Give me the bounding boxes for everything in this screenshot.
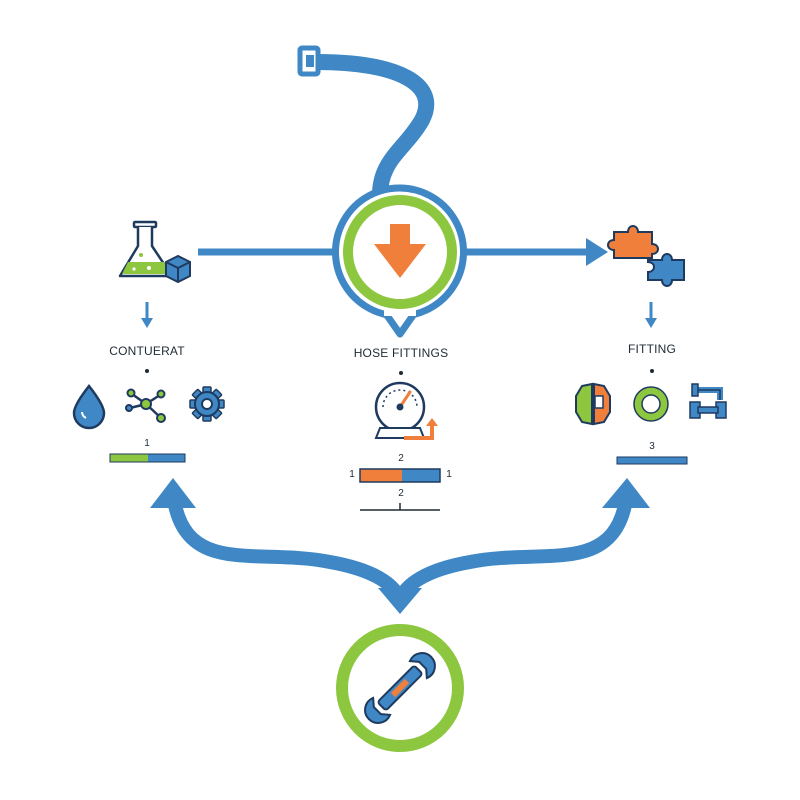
shield-icon <box>575 382 611 426</box>
center-label: HOSE FITTINGS <box>354 346 449 360</box>
water-drop-icon <box>72 383 106 430</box>
center-progress-bar <box>359 468 441 483</box>
top-hose-connector <box>297 45 435 201</box>
center-badge <box>332 184 467 338</box>
left-progress-bar <box>109 453 186 463</box>
left-label: CONTUERAT <box>109 344 185 358</box>
right-connector-arrow <box>466 238 608 266</box>
center-bar-right-num: 1 <box>446 469 452 480</box>
bottom-wrench-badge <box>336 624 464 752</box>
gear-icon <box>189 386 225 422</box>
right-progress-bar <box>616 456 688 465</box>
center-count-bottom: 2 <box>398 488 404 499</box>
molecule-icon <box>125 388 166 423</box>
right-count: 3 <box>649 441 655 452</box>
converging-arrows <box>150 478 650 614</box>
right-bullet <box>650 369 654 373</box>
flask-icon <box>118 220 191 284</box>
left-count: 1 <box>144 438 150 449</box>
left-down-arrow <box>141 302 153 328</box>
pipe-icon <box>689 383 727 419</box>
puzzle-icon <box>607 225 685 287</box>
wrench-icon <box>364 652 436 724</box>
right-down-arrow <box>645 302 657 328</box>
center-base-line <box>360 503 440 511</box>
left-bullet <box>145 369 149 373</box>
right-label: FITTING <box>628 342 676 356</box>
down-arrow-icon <box>374 224 426 278</box>
center-count-top: 2 <box>398 453 404 464</box>
gauge-icon <box>374 381 438 440</box>
center-bar-left-num: 1 <box>349 469 355 480</box>
ring-icon <box>633 386 669 422</box>
center-bullet <box>399 371 403 375</box>
